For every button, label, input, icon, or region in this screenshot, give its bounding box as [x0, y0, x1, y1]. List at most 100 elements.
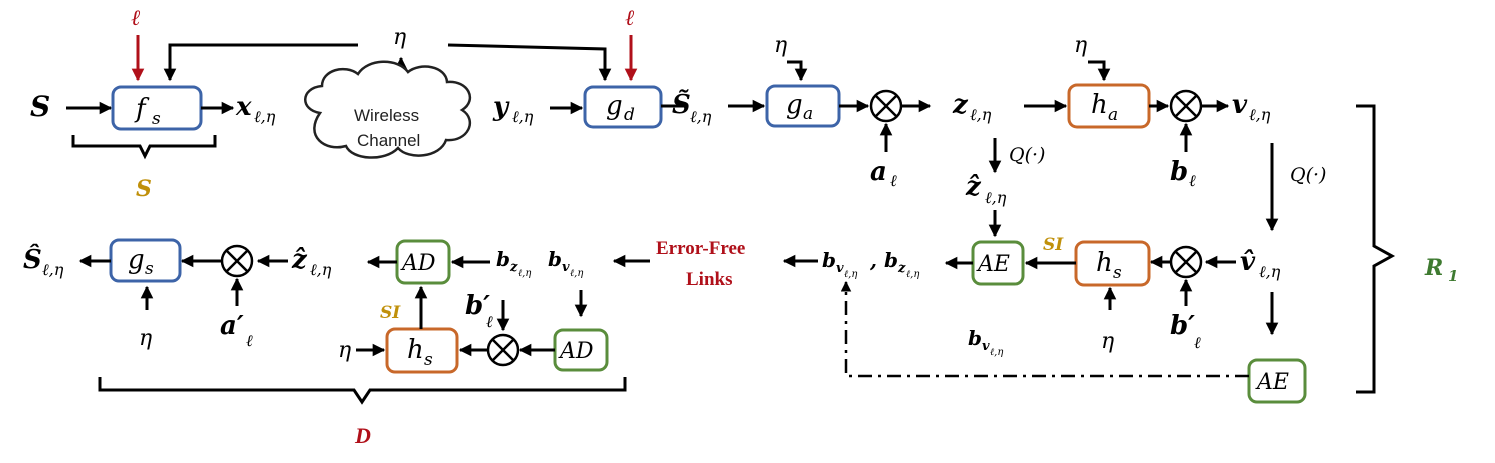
signal-shat-sub: ℓ,η [42, 260, 64, 279]
hs-enc-block: h s [1074, 240, 1151, 287]
svg-text:h: h [1091, 90, 1108, 120]
ad1-block: AD [395, 239, 451, 285]
signal-zhat-dec-sub: ℓ,η [310, 260, 332, 279]
encoder-group-label-sub: 1 [1448, 267, 1458, 285]
arrow-eta-to-ga [787, 60, 808, 82]
eta-hs-dec-label: η [338, 338, 351, 363]
signal-z: z [952, 90, 969, 120]
feedback-dashed-path [840, 280, 1249, 378]
signal-bv-pair: b [822, 248, 836, 272]
hs-dec-block: h s [385, 327, 459, 374]
side-info-enc: SI [1043, 235, 1064, 255]
signal-s-tilde: S̃ [672, 89, 691, 120]
signal-zhat-dec: ẑ [291, 245, 308, 275]
svg-text:h: h [407, 335, 424, 365]
svg-text:g: g [786, 90, 803, 120]
svg-text:s: s [424, 350, 433, 370]
svg-text:g: g [606, 91, 623, 121]
signal-bv-feedback: b [968, 326, 982, 350]
channel-line1: Wireless [354, 106, 419, 125]
signal-z-sub: ℓ,η [970, 105, 992, 124]
source-group-label: S [136, 176, 152, 202]
multiplier-b [1169, 89, 1203, 123]
signal-aprime-sub: ℓ [246, 331, 253, 350]
signal-b-sub: ℓ [1189, 171, 1196, 190]
signal-bprime-enc-sub: ℓ [1194, 333, 1201, 352]
signal-a: a [870, 157, 887, 187]
multiplier-bprime-dec [486, 333, 520, 367]
ha-block: h a [1067, 83, 1151, 129]
signal-v: v [1232, 90, 1248, 120]
signal-bprime-dec: b′ [465, 291, 490, 321]
signal-v-hat-sub: ℓ,η [1259, 262, 1281, 281]
svg-text:a: a [1108, 105, 1118, 125]
source-label: S [30, 90, 50, 123]
signal-z-hat: ẑ [965, 172, 982, 202]
eta-ha-label: η [1074, 33, 1087, 58]
signal-a-sub: ℓ [890, 171, 897, 190]
svg-text:AE: AE [976, 252, 1010, 277]
ell-input-fs: ℓ [131, 6, 141, 31]
signal-bprime-dec-sub: ℓ [486, 312, 493, 331]
gs-block: g s [109, 238, 182, 283]
signal-bv-dec: b [548, 247, 562, 271]
multiplier-aprime [220, 244, 254, 278]
links-line2: Links [686, 269, 732, 290]
svg-text:s: s [1113, 263, 1122, 283]
svg-text:s: s [145, 259, 154, 279]
svg-text:a: a [803, 104, 813, 124]
fs-block: f s [111, 85, 203, 131]
eta-hs-enc-label: η [1101, 329, 1114, 354]
svg-text:g: g [128, 245, 145, 275]
ad2-block: AD [553, 328, 609, 372]
svg-text:s: s [152, 109, 161, 129]
ga-block: g a [765, 84, 841, 128]
signal-bz-dec-sub: z [509, 260, 518, 275]
signal-y-sub: ℓ,η [512, 107, 534, 126]
signal-bv-feedback-subsub: ℓ,η [990, 347, 1003, 358]
eta-channel-label: η [393, 25, 406, 50]
signal-bv-dec-subsub: ℓ,η [570, 268, 583, 279]
decoder-group-label: D [354, 423, 371, 448]
decoder-brace [98, 377, 627, 405]
svg-text:d: d [624, 105, 635, 125]
eta-ga-label: η [774, 33, 787, 58]
signal-bz-dec: b [496, 247, 510, 271]
arrow-eta-to-gd [447, 43, 612, 82]
svg-text:AD: AD [400, 251, 436, 276]
signal-bz-dec-subsub: ℓ,η [518, 268, 531, 279]
signal-bz-pair-subsub: ℓ,η [906, 269, 919, 280]
signal-bz-pair: b [884, 248, 898, 272]
pair-comma: , [869, 248, 877, 272]
arrow-eta-to-fs [163, 43, 358, 82]
signal-b: b [1170, 157, 1188, 187]
signal-bv-feedback-sub: v [982, 339, 990, 354]
ae-enc-block: AE [971, 240, 1025, 286]
svg-text:h: h [1096, 248, 1113, 278]
signal-bv-pair-sub: v [836, 261, 844, 276]
signal-x-sub: ℓ,η [254, 107, 276, 126]
signal-bv-dec-sub: v [562, 260, 570, 275]
signal-aprime: a′ [220, 311, 244, 341]
source-brace [71, 135, 217, 160]
multiplier-a [869, 89, 903, 123]
encoder-group-label: R [1424, 255, 1443, 281]
ell-input-gd: ℓ [625, 6, 635, 31]
quantizer-z: Q(·) [1009, 144, 1045, 166]
side-info-dec: SI [380, 303, 401, 323]
ae-feedback-block: AE [1247, 358, 1307, 404]
wireless-channel-cloud: Wireless Channel [304, 60, 472, 159]
signal-z-hat-sub: ℓ,η [985, 188, 1007, 207]
signal-bprime-enc: b′ [1170, 311, 1195, 341]
encoder-brace [1356, 104, 1396, 394]
svg-text:AE: AE [1255, 370, 1289, 395]
signal-s-tilde-sub: ℓ,η [690, 107, 712, 126]
eta-gs-label: η [139, 326, 152, 351]
channel-line2: Channel [357, 131, 420, 150]
signal-bz-pair-sub: z [897, 261, 906, 276]
quantizer-v: Q(·) [1290, 164, 1326, 186]
signal-x: x [235, 92, 252, 122]
signal-v-hat: v̂ [1240, 247, 1256, 277]
signal-v-sub: ℓ,η [1249, 105, 1271, 124]
arrow-eta-to-ha [1088, 60, 1111, 82]
